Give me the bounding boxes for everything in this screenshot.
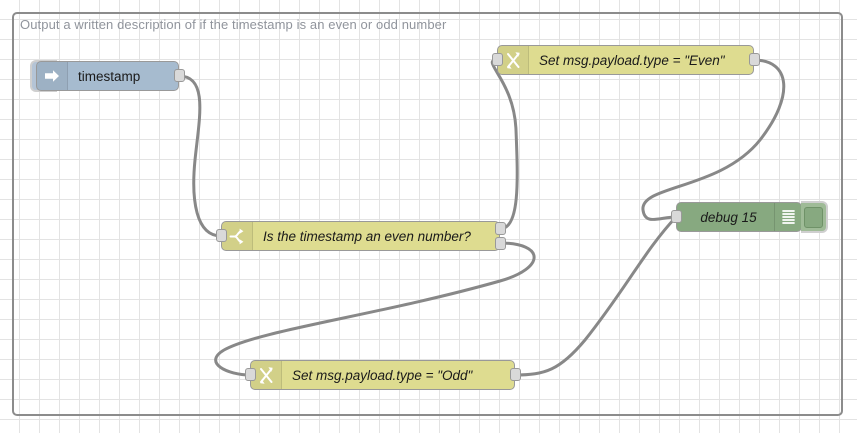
node-switch-label: Is the timestamp an even number? — [263, 228, 471, 244]
swap-arrows-icon — [498, 46, 529, 74]
node-change-set-odd[interactable]: Set msg.payload.type = "Odd" — [250, 360, 515, 390]
port-change-even-input[interactable] — [492, 53, 503, 66]
port-switch-input[interactable] — [216, 229, 227, 242]
node-switch-even-check[interactable]: Is the timestamp an even number? — [221, 221, 500, 251]
node-group-label: Output a written description of if the t… — [20, 17, 447, 32]
node-debug-15[interactable]: debug 15 — [676, 202, 802, 232]
node-inject-timestamp[interactable]: timestamp — [36, 61, 179, 91]
wire-switch2-to-change-odd[interactable] — [214, 241, 536, 377]
branch-fork-icon — [222, 222, 253, 250]
node-debug-label: debug 15 — [700, 209, 757, 225]
arrow-right-icon — [37, 62, 68, 90]
wire-change-odd-to-debug[interactable] — [513, 215, 678, 377]
port-debug-input[interactable] — [671, 210, 682, 223]
wire-change-even-to-debug[interactable] — [641, 58, 786, 221]
port-change-odd-output[interactable] — [510, 368, 521, 381]
port-switch-output-2[interactable] — [495, 237, 506, 250]
port-change-odd-input[interactable] — [245, 368, 256, 381]
port-switch-output-1[interactable] — [495, 222, 506, 235]
swap-arrows-icon — [251, 361, 282, 389]
port-change-even-output[interactable] — [749, 53, 760, 66]
wire-switch1-to-change-even[interactable] — [490, 58, 519, 231]
node-change-odd-label: Set msg.payload.type = "Odd" — [292, 367, 473, 383]
node-change-set-even[interactable]: Set msg.payload.type = "Even" — [497, 45, 754, 75]
debug-toggle-inner — [804, 206, 823, 228]
debug-enable-toggle-button[interactable] — [801, 201, 828, 233]
port-inject-output[interactable] — [174, 69, 185, 82]
node-change-even-label: Set msg.payload.type = "Even" — [539, 52, 725, 68]
node-inject-label: timestamp — [78, 68, 141, 84]
debug-lines-icon — [774, 203, 801, 231]
wire-inject-to-switch[interactable] — [177, 74, 223, 238]
